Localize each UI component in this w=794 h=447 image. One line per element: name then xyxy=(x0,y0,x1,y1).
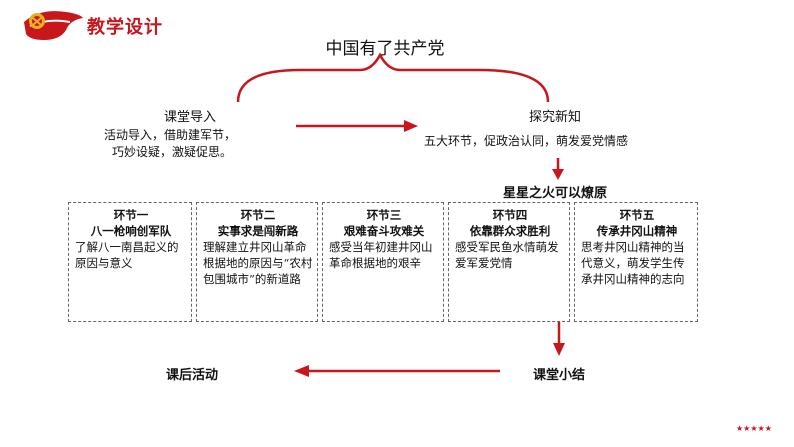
arrow-right xyxy=(296,120,418,132)
arrow-down-bottom xyxy=(553,322,565,356)
header-title: 教学设计 xyxy=(87,17,163,38)
left-node-title: 课堂导入 xyxy=(163,110,216,125)
arrow-left xyxy=(294,365,500,377)
section-label: 环节二 xyxy=(240,208,276,222)
section-box-4: 环节四 依靠群众求胜利 感受军民鱼水情萌发爱军爱党情 xyxy=(448,202,570,322)
section-label: 环节三 xyxy=(366,208,402,222)
section-label: 环节五 xyxy=(619,208,655,222)
section-box-2: 环节二 实事求是闯新路 理解建立井冈山革命根据地的原因与“农村包围城市”的新道路 xyxy=(196,202,318,322)
summary-label: 课堂小结 xyxy=(532,368,585,383)
section-box-3: 环节三 艰难奋斗攻难关 感受当年初建井冈山革命根据地的艰辛 xyxy=(322,202,444,322)
logo-icon xyxy=(24,11,83,40)
section-heading: 实事求是闯新路 xyxy=(217,224,299,238)
root-title: 中国有了共产党 xyxy=(325,39,445,59)
section-desc: 了解八一南昌起义的原因与意义 xyxy=(75,240,179,270)
footer-stars-icon: ★★★★★ xyxy=(736,424,772,433)
right-node-title: 探究新知 xyxy=(528,110,581,125)
left-node-desc-line2: 巧妙设疑，激疑促思。 xyxy=(112,145,233,159)
section-desc: 思考井冈山精神的当代意义，萌发学生传承井冈山精神的志向 xyxy=(581,240,685,286)
section-heading: 八一枪响创军队 xyxy=(90,224,172,238)
section-box-5: 环节五 传承井冈山精神 思考井冈山精神的当代意义，萌发学生传承井冈山精神的志向 xyxy=(574,202,698,322)
arrow-down-top xyxy=(552,158,564,180)
section-label: 环节一 xyxy=(113,208,149,222)
left-node-desc: 活动导入，借助建军节， 巧妙设疑，激疑促思。 xyxy=(104,127,294,161)
section-desc: 感受军民鱼水情萌发爱军爱党情 xyxy=(455,240,559,270)
section-heading: 艰难奋斗攻难关 xyxy=(343,224,425,238)
section-box-1: 环节一 八一枪响创军队 了解八一南昌起义的原因与意义 xyxy=(68,202,192,322)
section-heading: 依靠群众求胜利 xyxy=(469,224,551,238)
section-heading: 传承井冈山精神 xyxy=(596,224,678,238)
sub-title: 星星之火可以燎原 xyxy=(502,186,607,201)
brace-connector xyxy=(236,52,550,103)
section-desc: 理解建立井冈山革命根据地的原因与“农村包围城市”的新道路 xyxy=(203,240,313,286)
activity-label: 课后活动 xyxy=(166,368,219,383)
section-desc: 感受当年初建井冈山革命根据地的艰辛 xyxy=(329,240,433,270)
right-node-desc: 五大环节，促政治认同，萌发爱党情感 xyxy=(424,134,629,148)
section-label: 环节四 xyxy=(492,208,528,222)
left-node-desc-line1: 活动导入，借助建军节， xyxy=(104,128,237,142)
